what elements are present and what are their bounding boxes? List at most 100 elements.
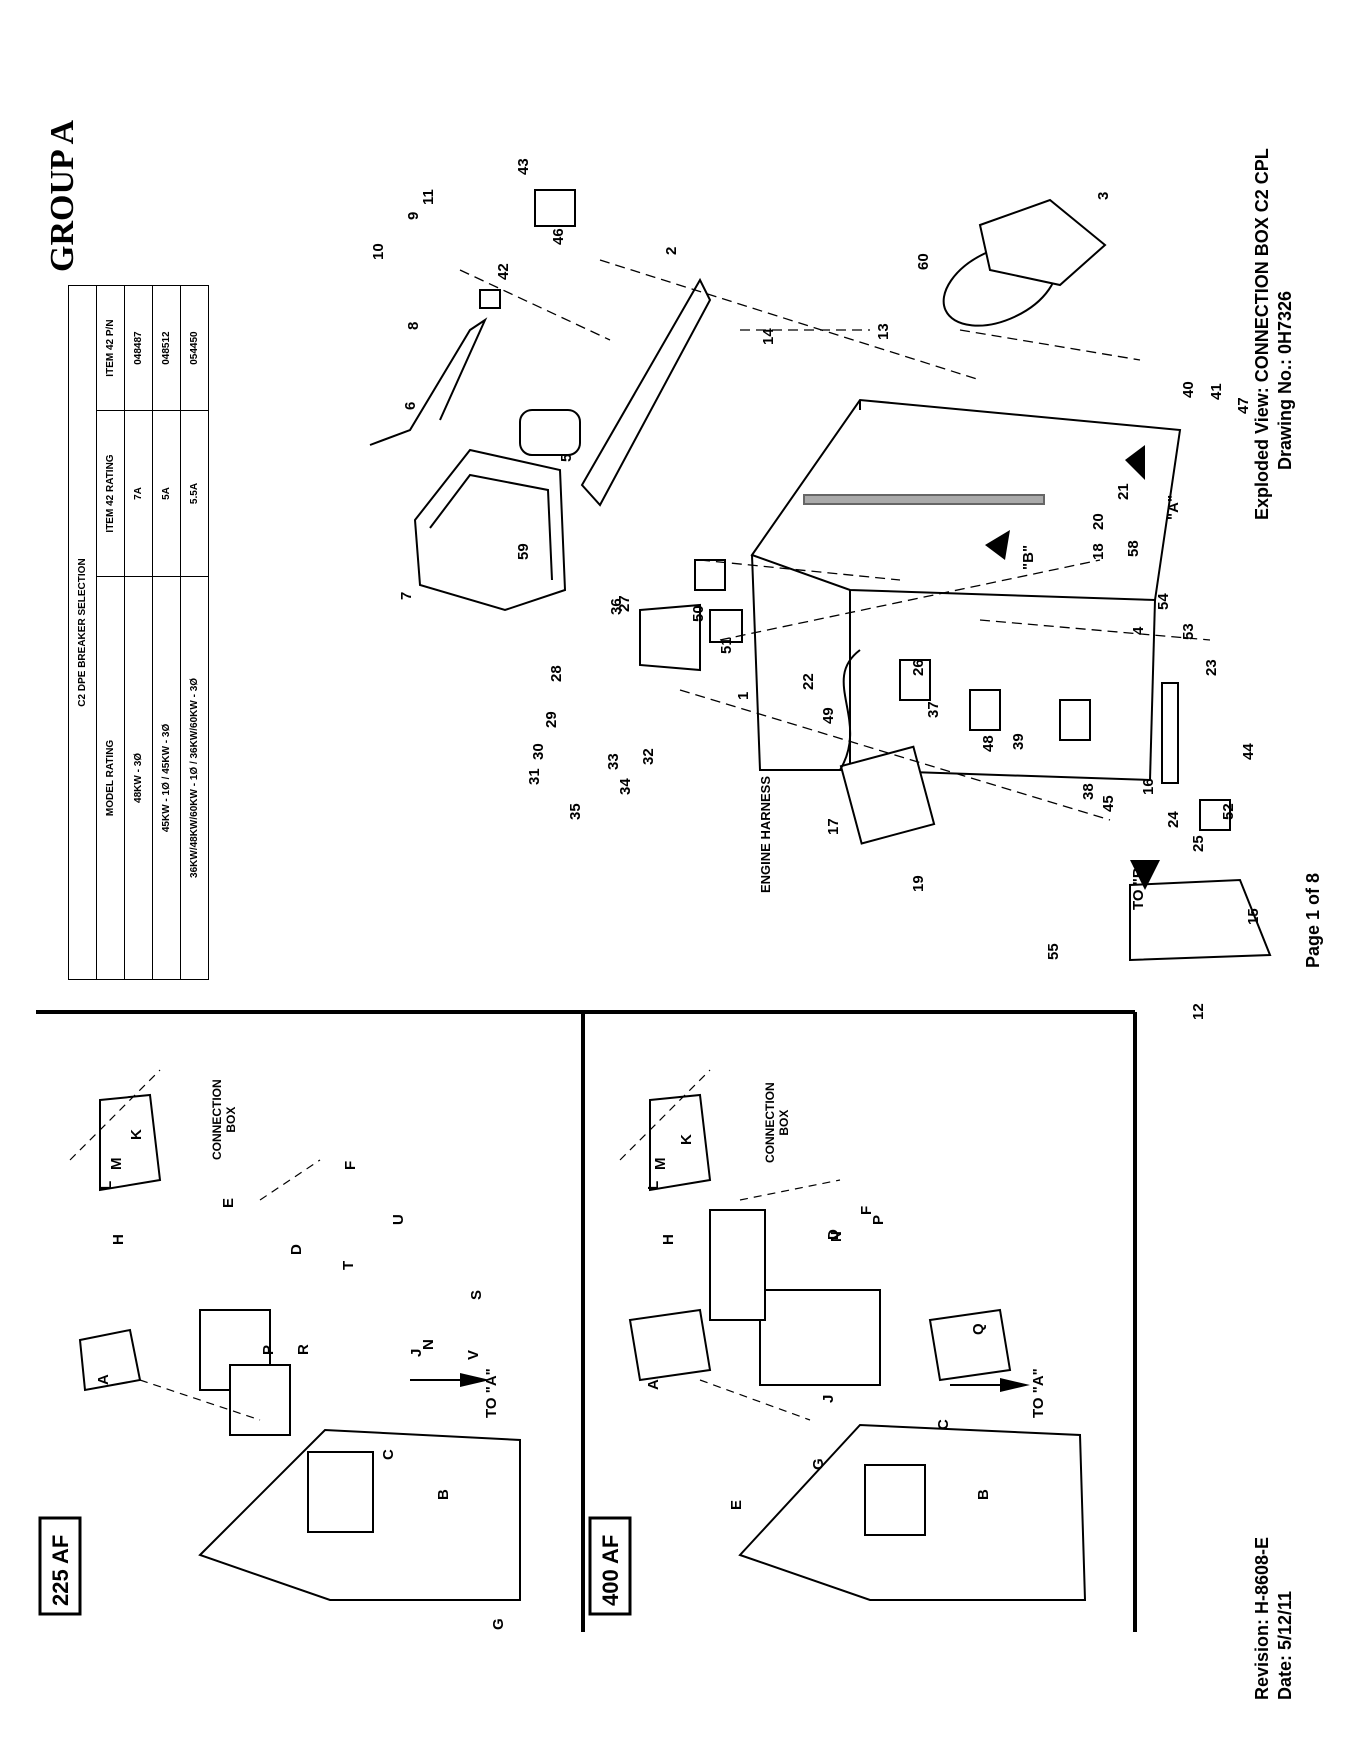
breaker-part-43 xyxy=(534,189,576,227)
callout-label: 21 xyxy=(1115,483,1132,500)
callout-label: 24 xyxy=(1165,811,1182,828)
panel-225-box xyxy=(38,1516,82,1616)
callout-label: 1 xyxy=(735,691,752,700)
callout-label: 7 xyxy=(398,591,415,600)
bracket-part-27 xyxy=(639,603,701,672)
callout-label: 51 xyxy=(718,637,735,654)
ref-b-arrow xyxy=(985,530,1010,560)
callout-label: F xyxy=(342,1160,359,1170)
box-word: BOX xyxy=(224,1106,238,1133)
box-word: BOX xyxy=(777,1109,791,1136)
table-cell: 048487 xyxy=(124,285,153,411)
callout-label: P xyxy=(870,1214,887,1225)
panel-400-drawing xyxy=(628,1093,1087,1601)
callout-label: 14 xyxy=(760,328,777,345)
callout-label: 46 xyxy=(550,228,567,245)
callout-label: 11 xyxy=(420,189,437,205)
callout-label: 26 xyxy=(910,659,927,676)
breaker-part-42 xyxy=(479,289,501,309)
solenoid-part-5 xyxy=(519,409,581,456)
callout-label: H xyxy=(660,1234,677,1245)
page-indicator: Page 1 of 8 xyxy=(1303,872,1323,968)
to-b-label: TO "B" xyxy=(1130,860,1147,910)
panel-400-plate xyxy=(709,1209,766,1321)
breaker-selection-table: C2 DPE BREAKER SELECTION MODEL RATING IT… xyxy=(68,285,209,980)
callout-label: R xyxy=(295,1344,312,1355)
terminal-part-48 xyxy=(969,689,1001,731)
callout-label: C xyxy=(935,1419,952,1430)
callout-label: K xyxy=(678,1134,695,1145)
callout-label: 16 xyxy=(1140,778,1157,795)
callout-label: 30 xyxy=(530,743,547,760)
cover-part-3 xyxy=(978,198,1107,287)
date-text: Date: 5/12/11 xyxy=(1275,1590,1295,1700)
callout-label: P xyxy=(260,1344,277,1355)
callout-label: 50 xyxy=(690,605,707,622)
callout-label: 39 xyxy=(1010,733,1027,750)
bracket-part-6 xyxy=(369,317,488,446)
callout-label: 15 xyxy=(1245,908,1262,925)
table-row: 36KW/48KW/60KW - 1Ø / 36KW/60KW - 3Ø 5.5… xyxy=(180,285,209,980)
callout-label: 9 xyxy=(405,211,422,220)
callout-label: J xyxy=(820,1394,837,1403)
callout-label: 33 xyxy=(605,753,622,770)
drawing-title: Exploded View: CONNECTION BOX C2 CPL xyxy=(1252,148,1272,520)
callout-label: 19 xyxy=(910,875,927,892)
engine-harness-label: ENGINE HARNESS xyxy=(758,775,773,893)
callout-label: V xyxy=(465,1349,482,1360)
callout-label: A xyxy=(95,1374,112,1385)
callout-label: N xyxy=(828,1231,845,1242)
connection-box-label-400: CONNECTION BOX xyxy=(763,1082,791,1163)
table-cell: 054450 xyxy=(180,285,209,411)
callout-label: 29 xyxy=(543,711,560,728)
callout-label: H xyxy=(110,1234,127,1245)
callout-label: A xyxy=(645,1379,662,1390)
callout-label: E xyxy=(728,1499,745,1510)
lug-part-52 xyxy=(1199,799,1231,831)
callout-label: 8 xyxy=(405,321,422,330)
connection-word: CONNECTION xyxy=(763,1082,777,1163)
arrows xyxy=(410,445,1160,1392)
to-a-arrow-400 xyxy=(1000,1378,1030,1392)
module-part-50 xyxy=(694,559,726,591)
callout-label: B xyxy=(435,1489,452,1500)
callout-label: 55 xyxy=(1045,943,1062,960)
callout-label: 28 xyxy=(548,665,565,682)
callout-label: U xyxy=(390,1214,407,1225)
callout-label: N xyxy=(420,1339,437,1350)
callout-label: 48 xyxy=(980,735,997,752)
callout-label: 60 xyxy=(915,253,932,270)
table-cell: 36KW/48KW/60KW - 1Ø / 36KW/60KW - 3Ø xyxy=(180,576,209,980)
callout-label: 53 xyxy=(1180,623,1197,640)
revision-text: Revision: H-8608-E xyxy=(1252,1536,1272,1700)
callout-label: 5 xyxy=(558,453,575,462)
ref-a-label: "A" xyxy=(1165,494,1182,520)
callout-label: 25 xyxy=(1190,835,1207,852)
to-b-arrow xyxy=(1130,860,1160,890)
panel-part-2 xyxy=(580,277,712,507)
table-cell: 7A xyxy=(124,410,153,577)
to-a-arrow-225 xyxy=(460,1373,490,1387)
callout-label: 45 xyxy=(1100,795,1117,812)
table-cell: 5A xyxy=(152,410,181,577)
callout-label: 41 xyxy=(1208,383,1225,400)
callout-label: 12 xyxy=(1190,1003,1207,1020)
terminal-strip-part-23 xyxy=(1161,682,1179,784)
table-row: 48KW - 3Ø 7A 048487 xyxy=(124,285,153,980)
callout-label: 58 xyxy=(1125,540,1142,557)
panel-400-box xyxy=(588,1516,632,1616)
panel-400-leaders xyxy=(619,1069,841,1421)
callout-label: F xyxy=(858,1205,875,1215)
callout-label: 54 xyxy=(1155,593,1172,610)
panel-225-drawing xyxy=(78,1093,521,1601)
callout-label: 36 xyxy=(608,598,625,615)
callout-label: 40 xyxy=(1180,381,1197,398)
callout-label: G xyxy=(490,1618,507,1630)
callout-label: 49 xyxy=(820,707,837,724)
callout-label: 59 xyxy=(515,543,532,560)
terminal-part-49 xyxy=(899,659,931,701)
callout-label: G xyxy=(810,1458,827,1470)
to-a-label-225: TO "A" xyxy=(483,1368,500,1418)
table-header-pn: ITEM 42 P/N xyxy=(96,285,125,411)
